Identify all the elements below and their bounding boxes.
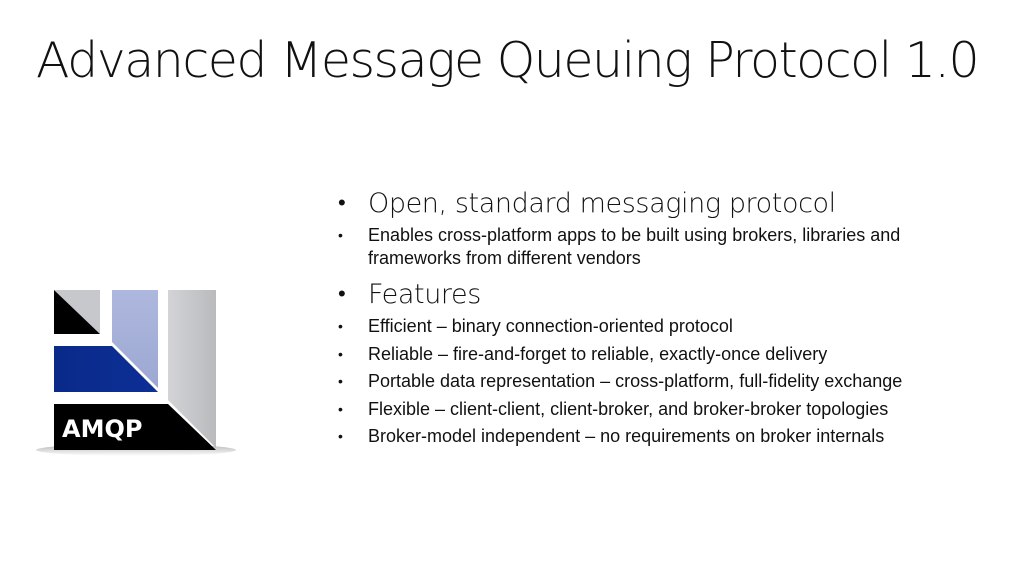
logo-lavender-panel [112,290,158,388]
bullet-item: Broker-model independent – no requiremen… [338,425,998,448]
bullet-list: Open, standard messaging protocol Enable… [338,184,998,448]
bullet-item: Flexible – client-client, client-broker,… [338,398,998,421]
bullet-item: Efficient – binary connection-oriented p… [338,315,998,338]
section-heading: Features [338,275,998,315]
slide-title: Advanced Message Queuing Protocol 1.0 [36,32,980,89]
logo-gray-panel [168,290,216,448]
logo-black-base [54,404,216,450]
logo-label: AMQP [62,415,142,443]
slide-content: Open, standard messaging protocol Enable… [338,184,998,453]
logo-navy-band [54,346,158,392]
amqp-logo-icon: AMQP [36,290,236,456]
bullet-item: Reliable – fire-and-forget to reliable, … [338,343,998,366]
section-heading: Open, standard messaging protocol [338,184,998,224]
bullet-item: Portable data representation – cross-pla… [338,370,998,393]
bullet-item: Enables cross-platform apps to be built … [338,224,998,269]
logo-black-triangle [54,290,100,334]
